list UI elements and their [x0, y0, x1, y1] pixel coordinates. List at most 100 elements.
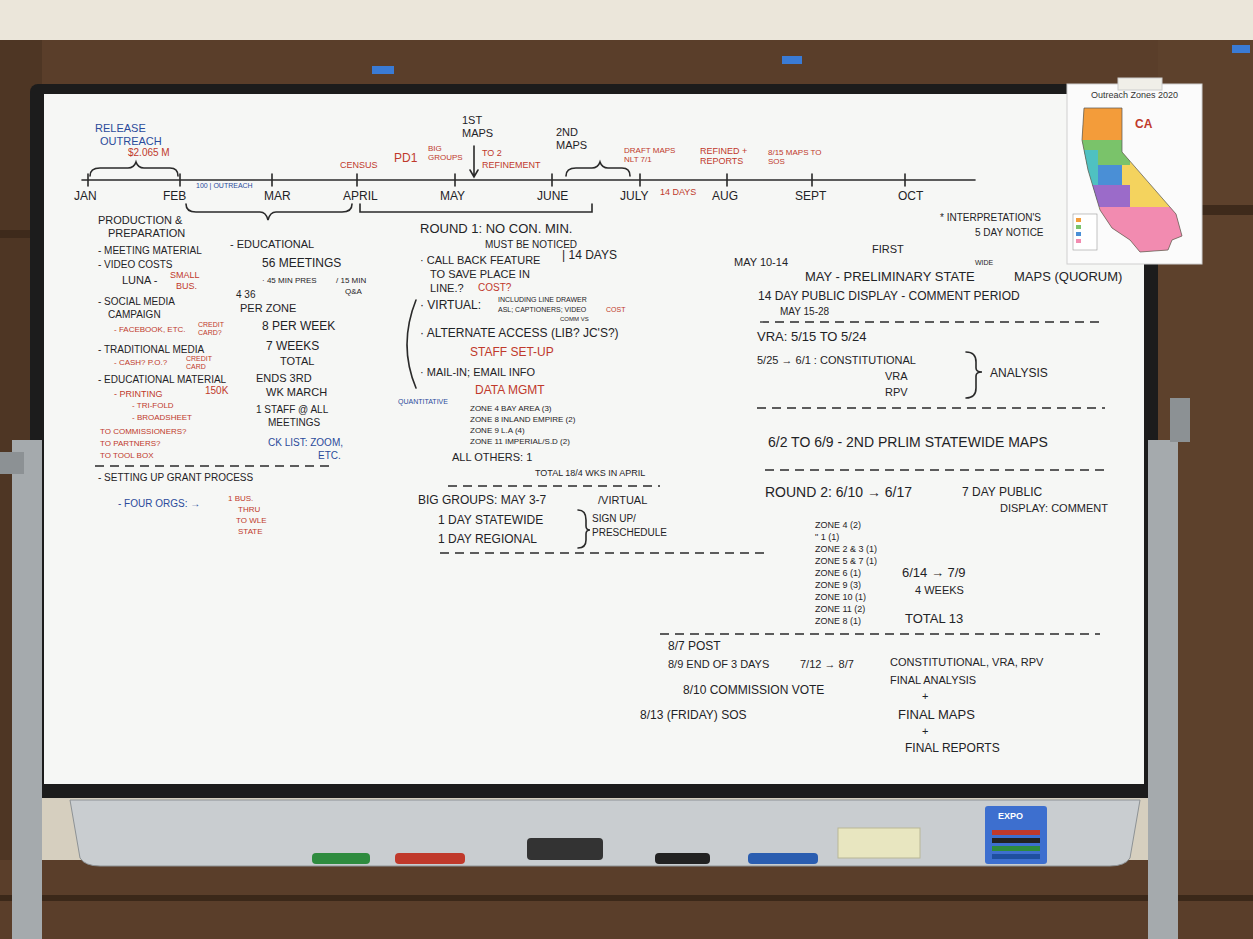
handwritten-note: 2ND MAPS — [556, 126, 592, 151]
handwritten-note: · VIRTUAL: — [420, 299, 481, 313]
handwritten-note: COST — [606, 306, 625, 314]
handwritten-note: TO WLE — [236, 516, 267, 525]
handwritten-note: TO SAVE PLACE IN — [430, 268, 530, 281]
handwritten-note: / 15 MIN — [336, 276, 366, 285]
handwritten-note: ZONE 11 (2) — [815, 604, 865, 614]
handwritten-note: CK LIST: ZOOM, — [268, 437, 343, 449]
handwritten-note: 4 WEEKS — [915, 584, 964, 597]
handwritten-note: TOTAL 18/4 WKS IN APRIL — [535, 468, 645, 478]
handwritten-note: RELEASE — [95, 122, 146, 135]
handwritten-note: 6/14 → 7/9 — [902, 566, 966, 581]
handwritten-note: + — [922, 690, 928, 703]
map-poster: Outreach Zones 2020CA — [1067, 84, 1202, 264]
handwritten-note: OCT — [898, 190, 923, 204]
handwritten-note: DATA MGMT — [475, 384, 545, 398]
handwritten-note: WIDE — [975, 259, 993, 267]
handwritten-note: ZONE 2 & 3 (1) — [815, 544, 877, 554]
handwritten-note: 8/15 MAPS TO SOS — [768, 148, 824, 166]
handwritten-note: QUANTITATIVE — [398, 398, 448, 406]
handwritten-note: 5/25 → 6/1 : CONSTITUTIONAL — [757, 354, 916, 367]
handwritten-note: 4 36 — [236, 289, 255, 301]
handwritten-note: VRA — [885, 370, 908, 383]
handwritten-note: TO COMMISSIONERS? — [100, 427, 187, 436]
handwritten-note: 8/13 (FRIDAY) SOS — [640, 709, 746, 723]
handwritten-note: THRU — [238, 505, 260, 514]
handwritten-note: MAPS (QUORUM) — [1014, 270, 1122, 285]
handwritten-note: STATE — [238, 527, 263, 536]
handwritten-note: MAY - PRELIMINARY STATE — [805, 270, 975, 285]
handwritten-note: 8/7 POST — [668, 640, 721, 654]
handwritten-note: MAY 10-14 — [734, 256, 788, 269]
handwritten-note: - TRI-FOLD — [132, 401, 174, 410]
handwritten-note: PRODUCTION & — [98, 214, 182, 227]
handwritten-note: FINAL ANALYSIS — [890, 674, 976, 687]
handwritten-note: OUTREACH — [100, 135, 162, 148]
handwritten-note: ENDS 3RD — [256, 372, 312, 385]
handwritten-note: 8/10 COMMISSION VOTE — [683, 684, 824, 698]
handwritten-note: 7/12 → 8/7 — [800, 658, 854, 671]
handwritten-note: SIGN UP/ — [592, 513, 636, 525]
handwritten-note: + — [922, 725, 928, 738]
poster-title: Outreach Zones 2020 — [1067, 90, 1202, 100]
handwritten-note: 14 DAY PUBLIC DISPLAY - COMMENT PERIOD — [758, 290, 1020, 304]
handwritten-note: REFINEMENT — [482, 160, 541, 170]
handwritten-note: JUNE — [537, 190, 568, 204]
handwritten-note: $2.065 M — [128, 147, 170, 159]
handwritten-note: · MAIL-IN; EMAIL INFO — [420, 366, 535, 379]
handwritten-note: TO 2 — [482, 148, 502, 158]
handwritten-note: LINE.? — [430, 282, 464, 295]
handwritten-note: * INTERPRETATION'S — [940, 212, 1041, 224]
handwritten-note: TO TOOL BOX — [100, 451, 154, 460]
handwritten-note: 100 | OUTREACH — [196, 182, 253, 190]
handwritten-note: PRESCHEDULE — [592, 527, 667, 539]
handwritten-note: ZONE 4 (2) — [815, 520, 861, 530]
handwritten-note: PER ZONE — [240, 302, 296, 315]
handwritten-note: APRIL — [343, 190, 378, 204]
handwritten-note: TOTAL — [280, 355, 314, 368]
handwritten-note: 1ST MAPS — [462, 114, 496, 139]
handwritten-note: ZONE 8 INLAND EMPIRE (2) — [470, 415, 575, 424]
handwritten-note: - VIDEO COSTS — [98, 259, 172, 271]
handwritten-note: COMM VS — [560, 316, 589, 323]
handwritten-note: JAN — [74, 190, 97, 204]
handwritten-note: - EDUCATIONAL MATERIAL — [98, 374, 226, 386]
handwritten-note: 7 DAY PUBLIC — [962, 486, 1042, 500]
handwritten-note: CREDIT CARD — [186, 355, 220, 371]
handwritten-note: ALL OTHERS: 1 — [452, 451, 532, 464]
handwritten-note: CAMPAIGN — [108, 309, 161, 321]
handwritten-note: FEB — [163, 190, 186, 204]
handwritten-note: ZONE 4 BAY AREA (3) — [470, 404, 552, 413]
handwritten-note: PD1 — [394, 152, 417, 166]
handwritten-note: ETC. — [318, 450, 341, 462]
handwritten-note: - PRINTING — [114, 389, 163, 399]
handwritten-note: ANALYSIS — [990, 367, 1048, 381]
handwritten-note: /VIRTUAL — [598, 494, 647, 507]
handwritten-note: - TRADITIONAL MEDIA — [98, 344, 204, 356]
handwritten-note: ZONE 5 & 7 (1) — [815, 556, 877, 566]
handwritten-note: " 1 (1) — [815, 532, 839, 542]
handwritten-note: - FACEBOOK, ETC. — [114, 325, 186, 334]
handwritten-note: ZONE 10 (1) — [815, 592, 866, 602]
handwritten-note: TOTAL 13 — [905, 612, 963, 627]
handwritten-note: MEETINGS — [268, 417, 320, 429]
handwritten-note: · CALL BACK FEATURE — [420, 254, 540, 267]
handwritten-note: 150K — [205, 385, 228, 397]
handwritten-note: LUNA - — [122, 274, 157, 287]
handwritten-note: 8 PER WEEK — [262, 320, 335, 334]
handwritten-note: 8/9 END OF 3 DAYS — [668, 658, 769, 671]
handwritten-note: FINAL MAPS — [898, 708, 975, 723]
handwritten-note: DRAFT MAPS NLT 7/1 — [624, 146, 682, 164]
handwritten-note: - FOUR ORGS: → — [118, 498, 200, 510]
handwritten-note: 1 DAY STATEWIDE — [438, 514, 543, 528]
handwritten-note: Q&A — [345, 287, 362, 296]
handwritten-note: 1 BUS. — [228, 494, 253, 503]
handwritten-note: - MEETING MATERIAL — [98, 245, 202, 257]
handwritten-note: REFINED + REPORTS — [700, 146, 760, 167]
handwritten-note: ZONE 9 (3) — [815, 580, 861, 590]
handwritten-note: ASL; CAPTIONERS; VIDEO — [498, 306, 586, 314]
handwritten-note: 7 WEEKS — [266, 340, 319, 354]
handwritten-note: · 45 MIN PRES — [262, 276, 317, 285]
handwritten-note: JULY — [620, 190, 648, 204]
handwritten-note: ZONE 6 (1) — [815, 568, 861, 578]
handwritten-note: - EDUCATIONAL — [230, 238, 314, 251]
